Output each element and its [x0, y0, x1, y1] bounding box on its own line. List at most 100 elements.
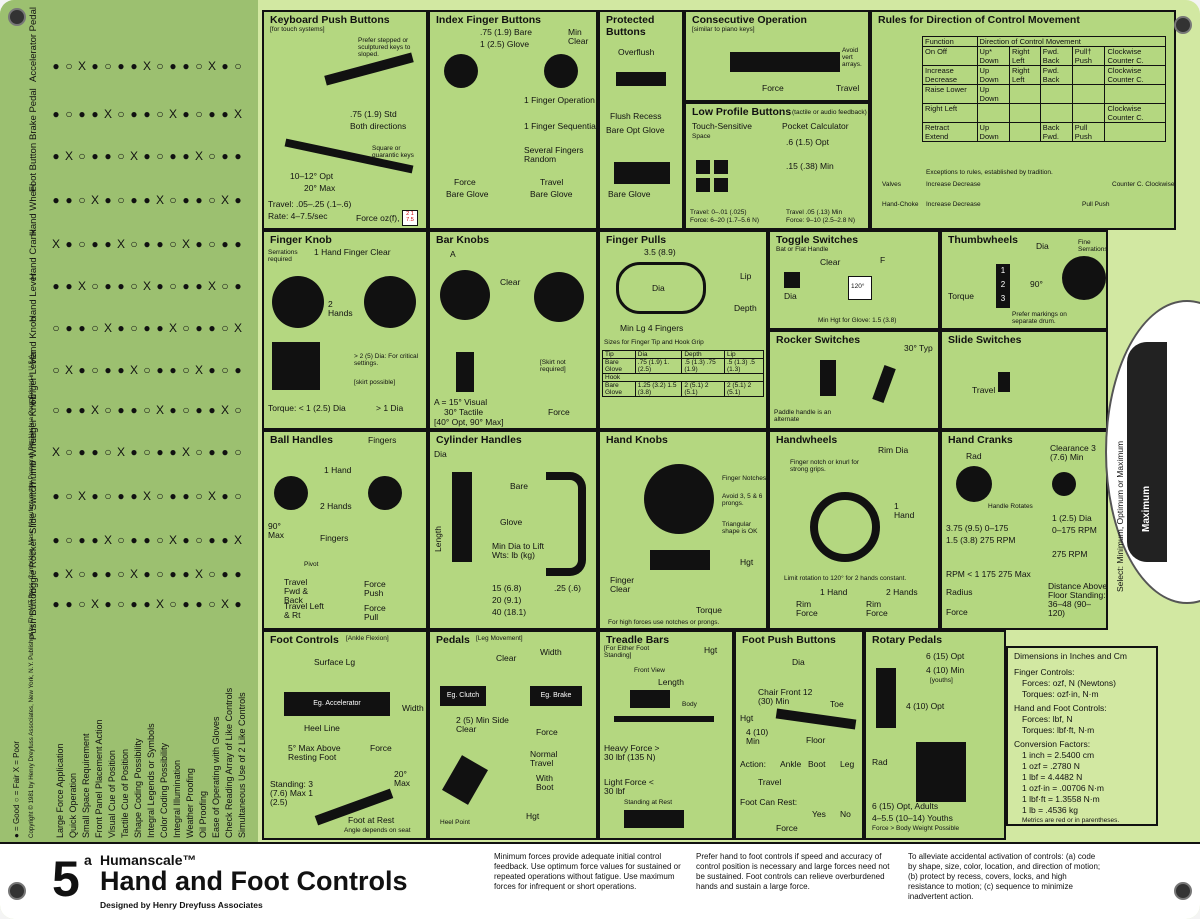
- panel-title: Hand Knobs: [606, 434, 668, 446]
- ctrl-accelerator: Accelerator Pedal: [28, 7, 39, 82]
- rating-mark: ●: [195, 193, 203, 207]
- rating-mark: ○: [78, 597, 86, 611]
- rating-mark: X: [194, 363, 203, 377]
- both-directions: Both directions: [350, 121, 407, 131]
- d1: .25 (.6): [554, 583, 581, 593]
- cell: 2 (5.1) 2 (5.1): [681, 381, 725, 397]
- cyl-glove: Glove: [500, 517, 523, 527]
- criterion: Quick Operation: [68, 772, 78, 838]
- panel-title: Foot Controls: [270, 634, 339, 646]
- rocker-shape: [820, 360, 836, 396]
- pedal-clear: Clear: [496, 653, 517, 663]
- rating-mark: ●: [91, 489, 99, 503]
- rating-mark: ●: [91, 59, 99, 73]
- angle-visual: A = 15° Visual: [434, 397, 488, 407]
- side-clear: 2 (5) Min Side Clear: [456, 715, 509, 734]
- rating-mark: X: [64, 363, 73, 377]
- rating-mark: ●: [143, 149, 151, 163]
- pull-depth: Depth: [734, 303, 757, 313]
- ball-2hands: 2 Hands: [320, 501, 352, 511]
- panel-title: Index Finger Buttons: [436, 14, 541, 26]
- panel-title: Protected Buttons: [606, 14, 655, 38]
- rating-mark: ●: [195, 403, 203, 417]
- pad-key: [714, 178, 728, 192]
- rating-mark: ●: [221, 533, 229, 547]
- rating-mark: ○: [65, 107, 73, 121]
- rating-mark: ●: [156, 321, 164, 335]
- rating-mark: X: [103, 107, 112, 121]
- rating-mark: ○: [117, 533, 125, 547]
- rating-mark: ●: [52, 193, 60, 207]
- rating-mark: ○: [91, 279, 99, 293]
- rating-mark: ●: [130, 445, 138, 459]
- push-travel: Travel: [758, 777, 782, 787]
- hand-choke: Hand-Choke: [882, 201, 919, 208]
- rating-mark: ○: [78, 193, 86, 207]
- rating-mark: ○: [195, 445, 203, 459]
- clutch-shape: Eg. Clutch: [440, 686, 486, 706]
- rating-mark: X: [168, 533, 177, 547]
- panel-rotary-pedals: Rotary Pedals 6 (15) Opt 4 (10) Min [you…: [864, 630, 1006, 840]
- rating-mark: ●: [195, 597, 203, 611]
- rating-mark: ●: [52, 597, 60, 611]
- units-title: Dimensions in Inches and Cm: [1014, 651, 1127, 661]
- footer: 5 a Humanscale™ Hand and Foot Controls D…: [0, 842, 1200, 919]
- cell: Clockwise Counter C.: [1104, 65, 1166, 85]
- rating-mark: X: [142, 279, 151, 293]
- rating-mark: ○: [208, 193, 216, 207]
- cell: Right Left: [922, 103, 978, 123]
- digit: 2: [1000, 280, 1006, 289]
- rating-mark: X: [194, 567, 203, 581]
- push-hgt: Hgt: [740, 713, 754, 723]
- panel-rocker-switches: Rocker Switches 30° Typ Paddle handle is…: [768, 330, 940, 430]
- critical-settings: > 2 (5) Dia: For critical settings.: [354, 353, 419, 367]
- push-force: Force: [776, 823, 798, 833]
- rating-mark: ●: [143, 107, 151, 121]
- bare-opt-glove: Bare Opt Glove: [606, 125, 665, 135]
- dial-band: [1127, 342, 1167, 562]
- rating-mark: ●: [52, 107, 60, 121]
- panel-subtitle: (tactile or audio feedback): [792, 109, 867, 116]
- cell: [1039, 84, 1073, 104]
- cell: 2 (5.1) 2 (5.1): [724, 381, 764, 397]
- rating-mark: ○: [104, 489, 112, 503]
- rating-mark: X: [155, 597, 164, 611]
- rating-mark: ○: [156, 59, 164, 73]
- rating-mark: ○: [117, 149, 125, 163]
- cell: Up Down: [976, 65, 1010, 85]
- cell: Up Down: [976, 122, 1010, 142]
- knob-torque: Torque: [696, 605, 722, 615]
- cell: .75 (1.9) 1. (2.5): [634, 358, 683, 374]
- rating-mark: ●: [182, 149, 190, 163]
- touch-travel: Travel: 0–.01 (.025): [690, 209, 747, 216]
- panel-ball-handles: Ball Handles Fingers 1 Hand 2 Hands 90° …: [262, 430, 428, 630]
- ball-fingers: Fingers: [368, 435, 397, 445]
- rivet-icon: [1174, 16, 1192, 34]
- eg-clutch: Eg. Clutch: [446, 692, 480, 699]
- rating-mark: ●: [169, 149, 177, 163]
- panel-subtitle: [Leg Movement]: [476, 635, 523, 642]
- rating-mark: ●: [195, 279, 203, 293]
- pull-outline: [616, 262, 706, 314]
- panel-title: Pedals: [436, 634, 470, 646]
- selector-dial[interactable]: Maximum Select: Minimum, Optimum or Maxi…: [1105, 300, 1200, 604]
- rating-mark: ○: [91, 321, 99, 335]
- rating-mark: ●: [65, 597, 73, 611]
- criterion: Large Force Application: [55, 743, 65, 838]
- header-function: Function: [922, 36, 978, 47]
- table-row: Hook: [602, 373, 764, 382]
- pedal-side-shape: [442, 755, 488, 805]
- panel-title: Finger Pulls: [606, 234, 667, 246]
- keyboard-travel: Travel: .05–.25 (.1–.6): [268, 199, 352, 209]
- rating-mark: ○: [234, 445, 242, 459]
- rating-mark: ○: [182, 321, 190, 335]
- rating-mark: ○: [195, 107, 203, 121]
- rating-mark: ●: [169, 489, 177, 503]
- crank-shape: [956, 466, 992, 502]
- touch-sensitive: Touch-Sensitive: [692, 121, 753, 131]
- pull-lip: Lip: [740, 271, 752, 281]
- cell: Up Down: [976, 84, 1010, 104]
- rating-mark: ●: [156, 237, 164, 251]
